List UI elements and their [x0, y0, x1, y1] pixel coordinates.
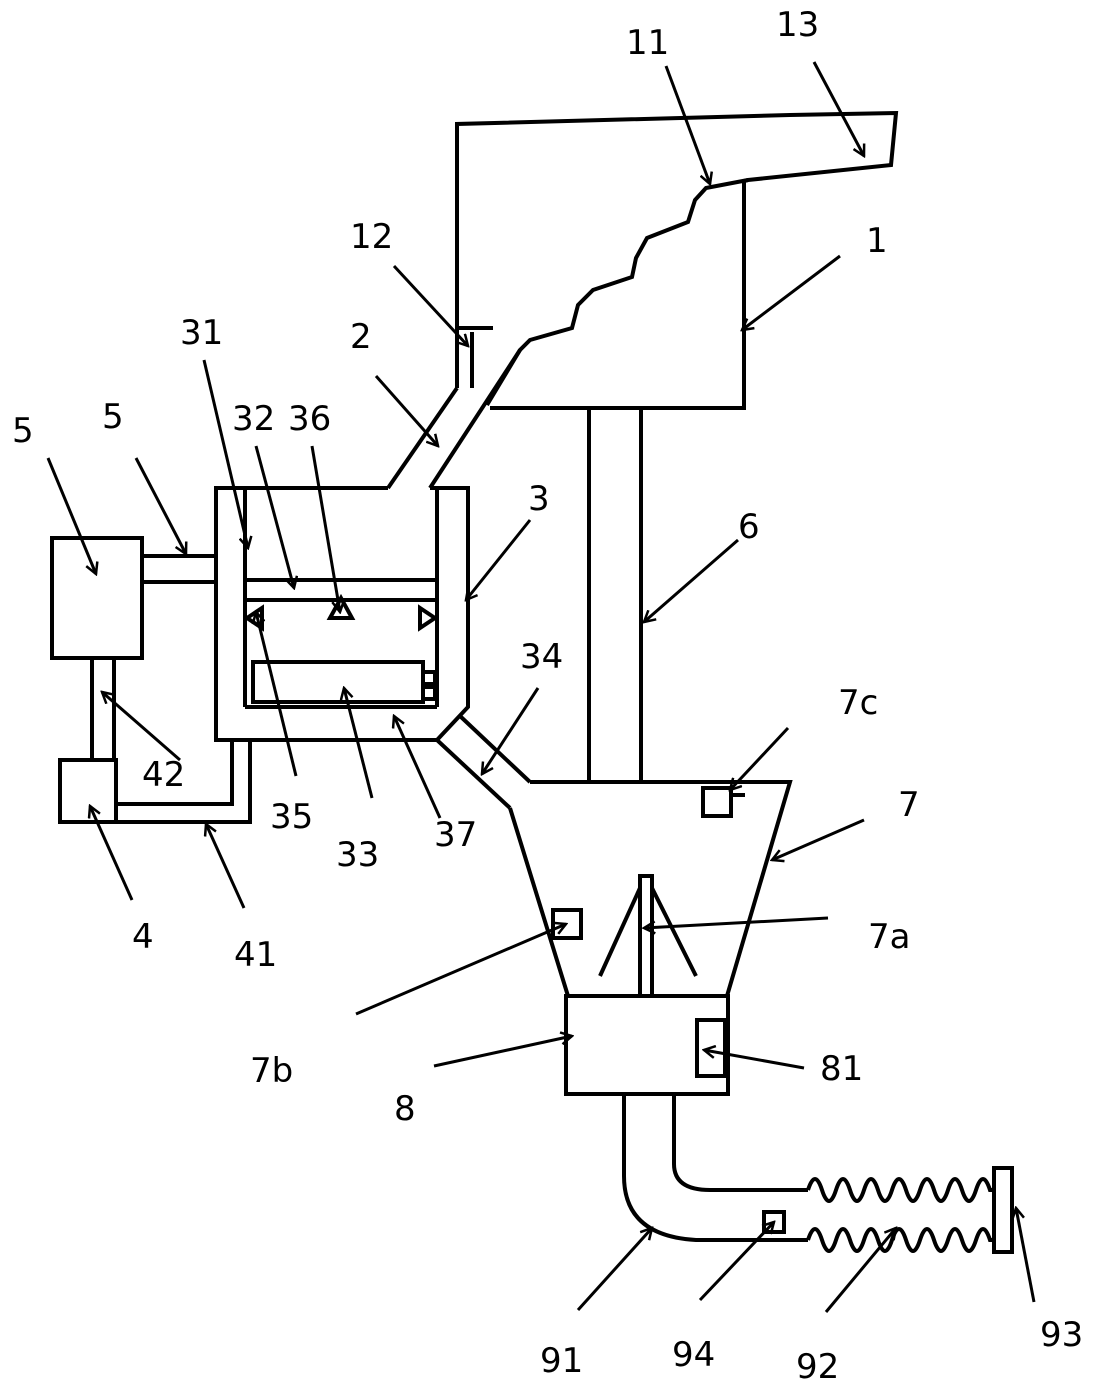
label-7: 7	[898, 785, 920, 825]
funnel-vessel	[508, 780, 793, 998]
label-31: 31	[180, 313, 223, 353]
label-13: 13	[776, 5, 819, 45]
label-34: 34	[520, 637, 563, 677]
diagonal-pipe	[435, 714, 532, 810]
label-7c: 7c	[838, 683, 878, 723]
label-11: 11	[626, 23, 669, 63]
label-8: 8	[394, 1089, 416, 1129]
label-1: 1	[866, 221, 888, 261]
label-92: 92	[796, 1347, 839, 1387]
label-37: 37	[434, 815, 477, 855]
label-33: 33	[336, 835, 379, 875]
label-81: 81	[820, 1049, 863, 1089]
leader-lines	[46, 61, 1036, 1313]
bellows	[806, 1177, 994, 1253]
label-12: 12	[350, 217, 393, 257]
upper-housing	[455, 110, 899, 410]
label-41: 41	[234, 935, 277, 975]
side-unit-5	[50, 536, 216, 760]
label-3: 3	[528, 479, 550, 519]
reference-labels: 1 11 12 13 2 3 31 32 33 34 35 36 37 4 41…	[12, 5, 1083, 1387]
outlet-pipe	[622, 1094, 808, 1242]
label-5-left: 5	[12, 411, 34, 451]
label-6: 6	[738, 507, 760, 547]
end-plate	[992, 1166, 1014, 1254]
label-35: 35	[270, 797, 313, 837]
side-unit-4	[58, 740, 252, 824]
label-94: 94	[672, 1335, 715, 1375]
label-93: 93	[1040, 1315, 1083, 1355]
label-91: 91	[540, 1341, 583, 1381]
label-42: 42	[142, 755, 185, 795]
lower-box	[564, 994, 730, 1096]
vertical-column	[587, 408, 643, 782]
stepped-chute	[485, 178, 749, 407]
label-4: 4	[132, 917, 154, 957]
feed-chute	[386, 348, 522, 490]
label-7b: 7b	[250, 1051, 293, 1091]
treatment-box	[214, 486, 470, 742]
label-36: 36	[288, 399, 331, 439]
label-32: 32	[232, 399, 275, 439]
label-2: 2	[350, 317, 372, 357]
label-5-right: 5	[102, 397, 124, 437]
label-7a: 7a	[868, 917, 910, 957]
